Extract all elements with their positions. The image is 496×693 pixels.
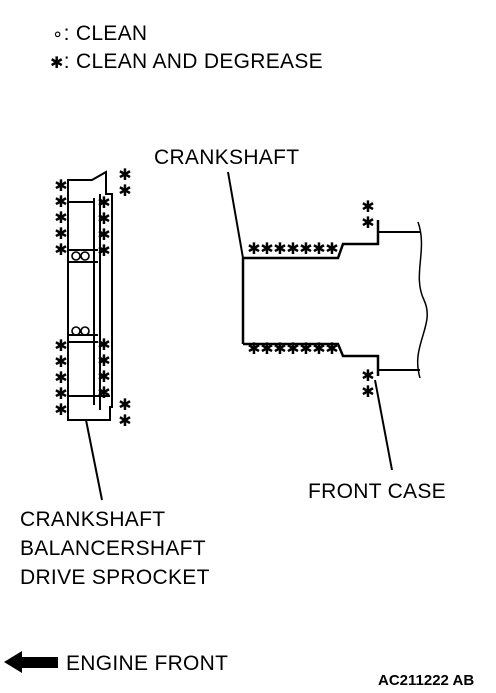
degrease-mark: ✱ [361,366,374,385]
sprocket-label-line1: CRANKSHAFT [20,508,166,531]
degrease-label: : CLEAN AND DEGREASE [63,50,323,73]
degrease-mark: ✱ [54,400,67,419]
degrease-mark: ✱ [286,239,299,258]
degrease-mark: ✱ [247,339,260,358]
engine-front-label: ENGINE FRONT [66,652,229,675]
degrease-mark: ✱ [97,193,110,212]
degrease-mark: ✱ [273,339,286,358]
degrease-mark: ✱ [361,382,374,401]
front-case-leader-line [374,379,393,471]
crankshaft-leader-line [227,171,244,259]
degrease-mark: ✱ [97,209,110,228]
degrease-mark: ✱ [260,339,273,358]
degrease-mark: ✱ [299,239,312,258]
degrease-mark: ✱ [260,239,273,258]
degrease-mark: ✱ [54,368,67,387]
front-case-label: FRONT CASE [308,480,446,503]
degrease-mark: ✱ [312,339,325,358]
legend-degrease: ✱: CLEAN AND DEGREASE [50,50,323,76]
degrease-mark: ✱ [54,384,67,403]
degrease-mark: ✱ [299,339,312,358]
sprocket-label-line2: BALANCERSHAFT [20,537,206,560]
crankshaft-label: CRANKSHAFT [154,146,300,169]
clean-label: : CLEAN [63,22,148,45]
degrease-mark: ✱ [312,239,325,258]
degrease-mark: ✱ [54,192,67,211]
crankshaft-body [241,220,420,376]
degrease-mark: ✱ [118,165,131,184]
degrease-symbol: ✱ [50,55,64,72]
degrease-mark: ✱ [54,224,67,243]
sprocket-leader-line [85,419,103,501]
sprocket-body [67,170,113,421]
clean-symbol: ∘ [52,24,64,44]
degrease-mark: ✱ [325,339,338,358]
legend-clean: ∘: CLEAN [52,22,147,46]
left-arrow-icon [4,651,58,673]
degrease-mark: ✱ [97,241,110,260]
degrease-mark: ✱ [273,239,286,258]
degrease-mark: ✱ [97,335,110,354]
break-line [416,221,428,379]
degrease-mark: ✱ [118,411,131,430]
degrease-mark: ✱ [54,176,67,195]
figure-code: AC211222 AB [378,672,475,689]
degrease-mark: ✱ [118,395,131,414]
degrease-mark: ✱ [286,339,299,358]
degrease-mark: ✱ [247,239,260,258]
degrease-marks: ✱ ✱ ✱ ✱ ✱ ✱ ✱ ✱ ✱ ✱ ✱ ✱ ✱ ✱ ✱ ✱ ✱ ✱ ✱ ✱ … [54,165,374,430]
degrease-mark: ✱ [361,197,374,216]
degrease-mark: ✱ [325,239,338,258]
degrease-mark: ✱ [54,240,67,259]
degrease-mark: ✱ [97,367,110,386]
degrease-mark: ✱ [54,336,67,355]
degrease-mark: ✱ [97,351,110,370]
sprocket-clean-marks [71,251,90,336]
degrease-mark: ✱ [54,352,67,371]
degrease-mark: ✱ [361,213,374,232]
degrease-mark: ✱ [97,225,110,244]
degrease-mark: ✱ [118,181,131,200]
degrease-mark: ✱ [54,208,67,227]
degrease-mark: ✱ [97,383,110,402]
sprocket-label-line3: DRIVE SPROCKET [20,566,210,589]
